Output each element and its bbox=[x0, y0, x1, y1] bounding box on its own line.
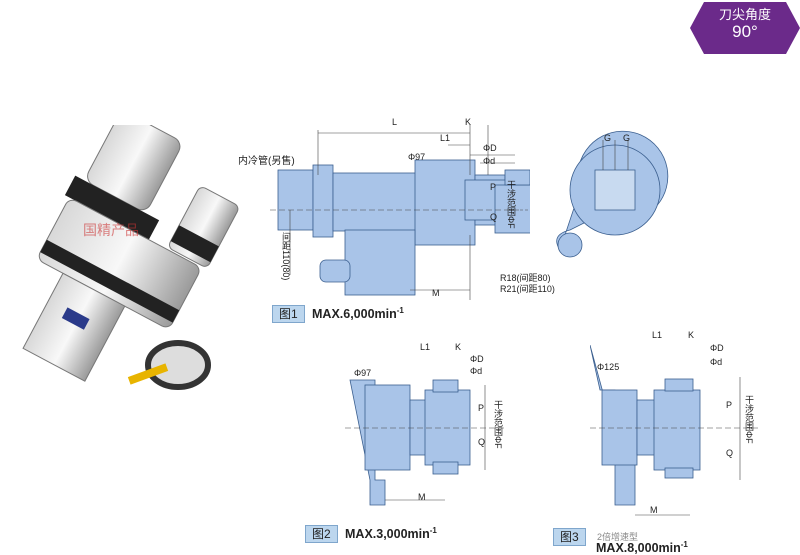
fig2-dim-P: P bbox=[478, 403, 485, 413]
fig3-dim-L1: L1 bbox=[652, 330, 663, 340]
figure3-max-speed: MAX.8,000min-1 bbox=[596, 540, 688, 555]
figure1-tag: 图1 bbox=[272, 305, 305, 323]
side-dim-G2: G bbox=[623, 133, 631, 143]
fig1-dim-L1: L1 bbox=[440, 133, 451, 143]
fig1-pitch-label: 间距110(80) bbox=[281, 232, 291, 281]
fig2-dim-F: 干涉范围ΦF bbox=[493, 400, 503, 449]
figure3-drawing bbox=[590, 345, 760, 516]
figure2-max-speed: MAX.3,000min-1 bbox=[345, 526, 437, 542]
fig3-dim-K: K bbox=[688, 330, 695, 340]
fig3-dim-P: P bbox=[726, 400, 733, 410]
figure3-subtitle: 2倍增速型 bbox=[597, 532, 639, 542]
fig2-dim-M: M bbox=[418, 492, 426, 502]
product-photo: 国精产品 bbox=[22, 125, 239, 390]
fig3-dim-M: M bbox=[650, 505, 658, 515]
fig1-dim-P: P bbox=[490, 182, 497, 192]
fig1-dim-phiD: ΦD bbox=[483, 143, 497, 153]
figure1-max-speed: MAX.6,000min-1 bbox=[312, 306, 404, 322]
figure3-tag: 图3 bbox=[553, 528, 586, 546]
fig1-dim-phid: Φd bbox=[483, 156, 496, 166]
fig3-dim-Q: Q bbox=[726, 448, 734, 458]
badge-title: 刀尖角度 bbox=[718, 7, 771, 22]
fig2-dim-phid: Φd bbox=[470, 366, 483, 376]
figure2-drawing bbox=[345, 379, 505, 506]
fig3-dim-phid: Φd bbox=[710, 357, 723, 367]
side-R21: R21(间距110) bbox=[500, 284, 555, 294]
fig2-dim-phi97: Φ97 bbox=[354, 368, 372, 378]
fig3-dim-phi125: Φ125 bbox=[597, 362, 620, 372]
fig2-dim-K: K bbox=[455, 342, 462, 352]
fig2-dim-phiD: ΦD bbox=[470, 354, 484, 364]
fig1-dim-L: L bbox=[392, 117, 398, 127]
fig1-dim-F: 干涉范围ΦF bbox=[506, 180, 516, 229]
fig1-dim-M: M bbox=[432, 288, 440, 298]
tool-angle-badge bbox=[690, 2, 800, 54]
fig2-dim-L1: L1 bbox=[420, 342, 431, 352]
fig1-coolant-label: 内冷管(另售) bbox=[238, 156, 295, 167]
photo-watermark: 国精产品 bbox=[83, 222, 139, 238]
badge-angle: 90° bbox=[732, 22, 758, 41]
fig3-dim-phiD: ΦD bbox=[710, 343, 724, 353]
side-R18: R18(间距80) bbox=[500, 273, 551, 283]
badge-text: 刀尖角度 90° bbox=[690, 6, 800, 40]
side-dim-G1: G bbox=[604, 133, 612, 143]
fig1-dim-Q: Q bbox=[490, 212, 498, 222]
fig1-dim-phi97: Φ97 bbox=[408, 152, 426, 162]
figure1-drawing bbox=[270, 125, 530, 300]
fig1-dim-K: K bbox=[465, 117, 472, 127]
fig3-dim-F: 干涉范围ΦF bbox=[744, 395, 754, 444]
fig2-dim-Q: Q bbox=[478, 437, 486, 447]
figure2-tag: 图2 bbox=[305, 525, 338, 543]
side-view-drawing bbox=[556, 130, 669, 258]
